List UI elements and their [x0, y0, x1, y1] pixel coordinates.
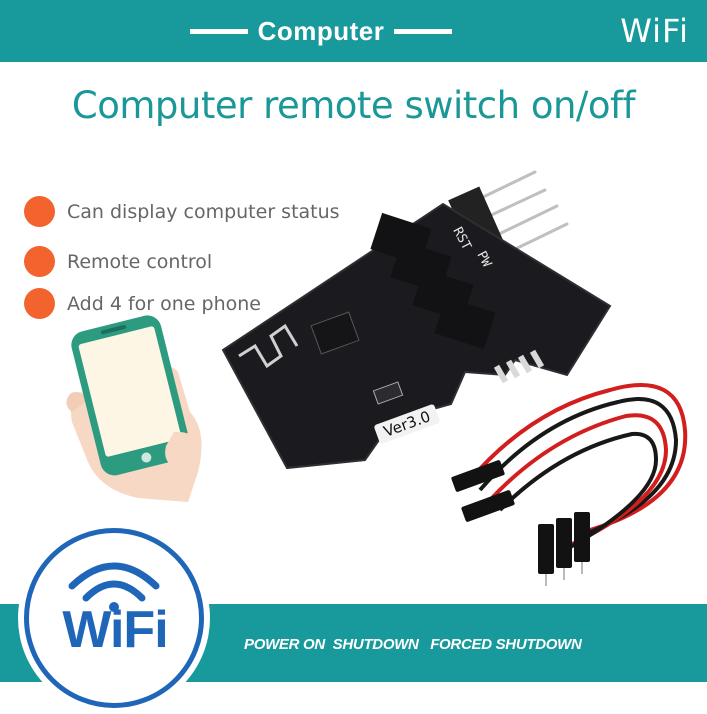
feature-text: Remote control: [67, 250, 213, 273]
circuit-board-image: Ver3.0 RST PW: [221, 170, 612, 470]
feature-item: Add 4 for one phone: [24, 288, 261, 319]
top-category-label: Computer: [186, 14, 456, 48]
pw-label: PW: [473, 249, 494, 270]
divider-left: [189, 28, 248, 34]
top-banner: [0, 0, 707, 62]
feature-text: Add 4 for one phone: [67, 292, 261, 315]
category-text: Computer: [257, 15, 385, 46]
product-headline: Computer remote switch on/off: [71, 84, 636, 127]
function-list: POWER ON SHUTDOWN FORCED SHUTDOWN: [244, 636, 582, 653]
bullet-icon: [24, 246, 55, 277]
bullet-icon: [24, 288, 55, 319]
bullet-icon: [24, 196, 55, 227]
feature-item: Remote control: [24, 246, 212, 277]
wifi-badge-text: WiFi: [62, 601, 168, 659]
wifi-badge-ring: [24, 528, 204, 708]
feature-text: Can display computer status: [67, 200, 340, 223]
divider-right: [394, 28, 453, 34]
wifi-icon: [68, 562, 160, 612]
brand-wifi: WiFi: [620, 12, 689, 50]
jumper-cable-image: [451, 383, 688, 586]
hand-phone-icon: [66, 315, 202, 502]
feature-item: Can display computer status: [24, 196, 340, 227]
